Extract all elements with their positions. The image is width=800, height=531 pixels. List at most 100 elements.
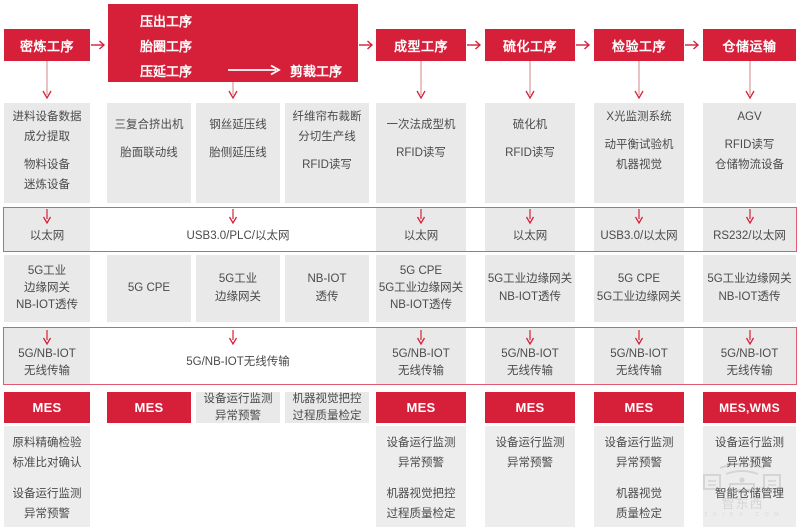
- equipment-line: 三复合挤出机: [114, 119, 184, 131]
- gateway-cell-8[interactable]: 5G工业边缘网关 NB-IOT透传: [703, 255, 796, 322]
- network-cell-6[interactable]: 以太网: [485, 224, 575, 250]
- process-header-band[interactable]: [108, 4, 358, 82]
- wireless-line: 无线传输: [726, 365, 773, 377]
- detail-cell-8[interactable]: 设备运行监测 异常预警 智能仓储管理: [703, 426, 796, 527]
- detail-line: 智能仓储管理: [715, 488, 784, 501]
- gateway-line: 5G CPE: [399, 264, 443, 277]
- equipment-cell-3[interactable]: 钢丝延压线 胎侧延压线: [196, 103, 280, 203]
- network-cell-1[interactable]: 以太网: [4, 224, 90, 250]
- detail-cell-6[interactable]: 设备运行监测 异常预警: [485, 426, 575, 527]
- band-label-bead: 胎圈工序: [140, 38, 193, 54]
- equipment-cell-6[interactable]: 硫化机 RFID读写: [485, 103, 575, 203]
- detail-line: 过程质量检定: [386, 507, 456, 520]
- equipment-cell-4[interactable]: 纤维帘布裁断 分切生产线 RFID读写: [285, 103, 369, 203]
- mes-label: MES: [134, 400, 164, 415]
- arrow-down-icon-wl-2: [226, 330, 240, 347]
- gateway-line: 5G CPE: [127, 281, 171, 294]
- gateway-cell-2[interactable]: 5G CPE: [107, 255, 191, 322]
- band-line-2: 胎圈工序: [140, 35, 192, 55]
- equipment-line: RFID读写: [505, 147, 555, 160]
- mes-detail-line: 异常预警: [215, 409, 261, 422]
- equipment-line: RFID读写: [302, 159, 352, 172]
- equipment-line: 纤维帘布裁断: [292, 111, 362, 123]
- equipment-cell-1[interactable]: 进料设备数据 成分提取 物料设备 迷炼设备: [4, 103, 90, 203]
- equipment-cell-2[interactable]: 三复合挤出机 胎面联动线: [107, 103, 191, 203]
- equipment-line: RFID读写: [396, 147, 446, 160]
- equipment-line: AGV: [737, 111, 762, 123]
- wireless-row-frame: [3, 327, 797, 385]
- mes-cell-1[interactable]: MES: [4, 392, 90, 423]
- wireless-cell-5[interactable]: 5G/NB-IOT 无线传输: [376, 345, 466, 381]
- mes-label: MES: [624, 400, 654, 415]
- network-cell-5[interactable]: 以太网: [376, 224, 466, 250]
- equipment-line: 动平衡试验机: [604, 139, 674, 152]
- wireless-cell-7[interactable]: 5G/NB-IOT 无线传输: [594, 345, 684, 381]
- wireless-line: 无线传输: [24, 365, 70, 377]
- wireless-line: 5G/NB-IOT: [610, 347, 668, 360]
- gateway-line: 5G工业边缘网关: [596, 290, 682, 303]
- gateway-cell-4[interactable]: NB-IOT 透传: [285, 255, 369, 322]
- wireless-cell-6[interactable]: 5G/NB-IOT 无线传输: [485, 345, 575, 381]
- gateway-line: 边缘网关: [24, 281, 70, 294]
- network-cell-2[interactable]: USB3.0/PLC/以太网: [107, 224, 369, 250]
- mes-cell-2[interactable]: MES: [107, 392, 191, 423]
- network-row-frame: [3, 207, 797, 252]
- arrow-right-icon-3: [466, 37, 484, 53]
- equipment-line: 成分提取: [24, 131, 70, 144]
- equipment-line: 胎侧延压线: [209, 147, 267, 160]
- detail-cell-1[interactable]: 原料精确检验 标准比对确认 设备运行监测 异常预警: [4, 426, 90, 527]
- process-header-curing[interactable]: 硫化工序: [485, 29, 575, 61]
- wireless-cell-1[interactable]: 5G/NB-IOT 无线传输: [4, 345, 90, 381]
- detail-cell-7[interactable]: 设备运行监测 异常预警 机器视觉 质量检定: [594, 426, 684, 527]
- mes-label: MES: [406, 400, 436, 415]
- arrow-down-icon-eq-band: [226, 82, 240, 103]
- process-header-label: 检验工序: [611, 38, 666, 54]
- gateway-line: 5G工业: [218, 273, 258, 286]
- mes-cell-5[interactable]: MES: [376, 392, 466, 423]
- wireless-line: 无线传输: [507, 365, 553, 377]
- band-line-1: 压出工序: [140, 10, 192, 30]
- mes-detail-line: 过程质量检定: [292, 409, 362, 422]
- network-label: RS232/以太网: [713, 230, 786, 243]
- gateway-line: NB-IOT透传: [16, 299, 78, 312]
- arrow-right-icon-band: [225, 60, 285, 80]
- process-header-warehouse[interactable]: 仓储运输: [703, 29, 796, 61]
- wireless-cell-2[interactable]: 5G/NB-IOT无线传输: [107, 345, 369, 381]
- mes-cell-4[interactable]: 机器视觉把控 过程质量检定: [285, 392, 369, 423]
- wireless-cell-8[interactable]: 5G/NB-IOT 无线传输: [703, 345, 796, 381]
- network-label: 以太网: [512, 230, 548, 243]
- network-label: 以太网: [29, 230, 65, 243]
- arrow-down-icon-eq-8: [743, 61, 757, 103]
- equipment-line: 胎面联动线: [120, 147, 178, 160]
- process-header-milling[interactable]: 密炼工序: [4, 29, 90, 61]
- network-label: USB3.0/以太网: [600, 230, 678, 243]
- process-header-label: 成型工序: [393, 38, 448, 54]
- process-header-forming[interactable]: 成型工序: [376, 29, 466, 61]
- gateway-cell-7[interactable]: 5G CPE 5G工业边缘网关: [594, 255, 684, 322]
- detail-line: 异常预警: [398, 456, 444, 469]
- equipment-cell-7[interactable]: X光监测系统 动平衡试验机 机器视觉: [594, 103, 684, 203]
- mes-cell-8[interactable]: MES,WMS: [703, 392, 796, 423]
- gateway-line: NB-IOT透传: [718, 290, 781, 303]
- equipment-cell-8[interactable]: AGV RFID读写 仓储物流设备: [703, 103, 796, 203]
- detail-cell-5[interactable]: 设备运行监测 异常预警 机器视觉把控 过程质量检定: [376, 426, 466, 527]
- equipment-line: 硫化机: [512, 119, 548, 131]
- network-cell-8[interactable]: RS232/以太网: [703, 224, 796, 250]
- gateway-cell-5[interactable]: 5G CPE 5G工业边缘网关 NB-IOT透传: [376, 255, 466, 322]
- gateway-line: NB-IOT透传: [390, 299, 452, 312]
- equipment-cell-5[interactable]: 一次法成型机 RFID读写: [376, 103, 466, 203]
- process-header-inspection[interactable]: 检验工序: [594, 29, 684, 61]
- wireless-line: 5G/NB-IOT: [501, 347, 559, 360]
- gateway-cell-1[interactable]: 5G工业 边缘网关 NB-IOT透传: [4, 255, 90, 322]
- gateway-cell-6[interactable]: 5G工业边缘网关 NB-IOT透传: [485, 255, 575, 322]
- mes-cell-7[interactable]: MES: [594, 392, 684, 423]
- mes-cell-6[interactable]: MES: [485, 392, 575, 423]
- band-label-calender: 压延工序: [140, 63, 193, 79]
- gateway-line: 5G工业: [27, 264, 67, 277]
- detail-line: 质量检定: [616, 507, 662, 520]
- mes-cell-3[interactable]: 设备运行监测 异常预警: [196, 392, 280, 423]
- gateway-cell-3[interactable]: 5G工业 边缘网关: [196, 255, 280, 322]
- equipment-line: 进料设备数据: [12, 111, 82, 123]
- network-cell-7[interactable]: USB3.0/以太网: [594, 224, 684, 250]
- arrow-down-icon-net-5: [414, 209, 428, 226]
